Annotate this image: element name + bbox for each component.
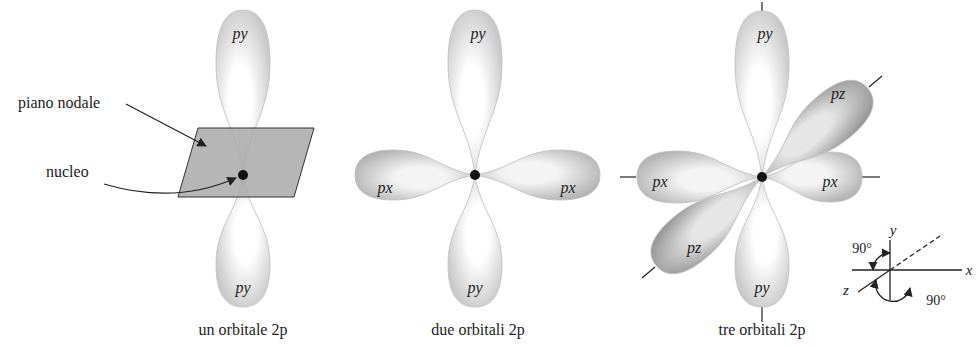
orbital-label: px [820, 173, 839, 191]
orbital-lobe: px [817, 173, 842, 195]
axis-ticks [620, 2, 882, 322]
callout-label: piano nodale [18, 94, 100, 112]
orbital-label: pz [685, 239, 703, 257]
axis-sketch [852, 236, 962, 301]
orbital-label: px [558, 179, 577, 197]
nodal-plane [178, 128, 314, 197]
orbital-label: py [468, 25, 487, 43]
orbital-label: py [465, 279, 484, 297]
orbital-lobe: py [227, 25, 252, 47]
orbital-lobe: py [230, 279, 255, 301]
leader-line [126, 104, 206, 146]
orbital-lobe: px [555, 179, 580, 201]
caption: un orbitale 2p [199, 321, 288, 339]
orbital-lobe: pz [826, 85, 850, 107]
orbital-label: py [755, 25, 774, 43]
caption: due orbitali 2p [431, 321, 524, 339]
orbital-label: py [752, 279, 771, 297]
orbital-lobe: py [462, 279, 487, 301]
orbital-lobe: px [372, 179, 397, 201]
orbital-label: px [375, 179, 394, 197]
axis-label: x [966, 262, 973, 279]
orbital-label: pz [829, 85, 847, 103]
orbital-lobe: py [465, 25, 490, 47]
nucleus [470, 170, 480, 180]
angle-label: 90° [926, 293, 946, 308]
orbital-lobe: py [749, 279, 774, 301]
axis-label: z [843, 282, 849, 299]
nucleus [238, 170, 248, 180]
callout-label: nucleo [46, 163, 89, 181]
orbital-lobe: pz [682, 239, 706, 261]
orbital-lobe: py [752, 25, 777, 47]
orbital-lobe: px [647, 173, 672, 195]
orbital-label: py [230, 25, 249, 43]
nucleus [757, 172, 767, 182]
angle-label: 90° [852, 241, 872, 256]
orbital-label: py [233, 279, 252, 297]
caption: tre orbitali 2p [718, 321, 805, 339]
axis-label: y [890, 222, 897, 239]
orbital-label: px [650, 173, 669, 191]
leader-line [104, 178, 236, 193]
